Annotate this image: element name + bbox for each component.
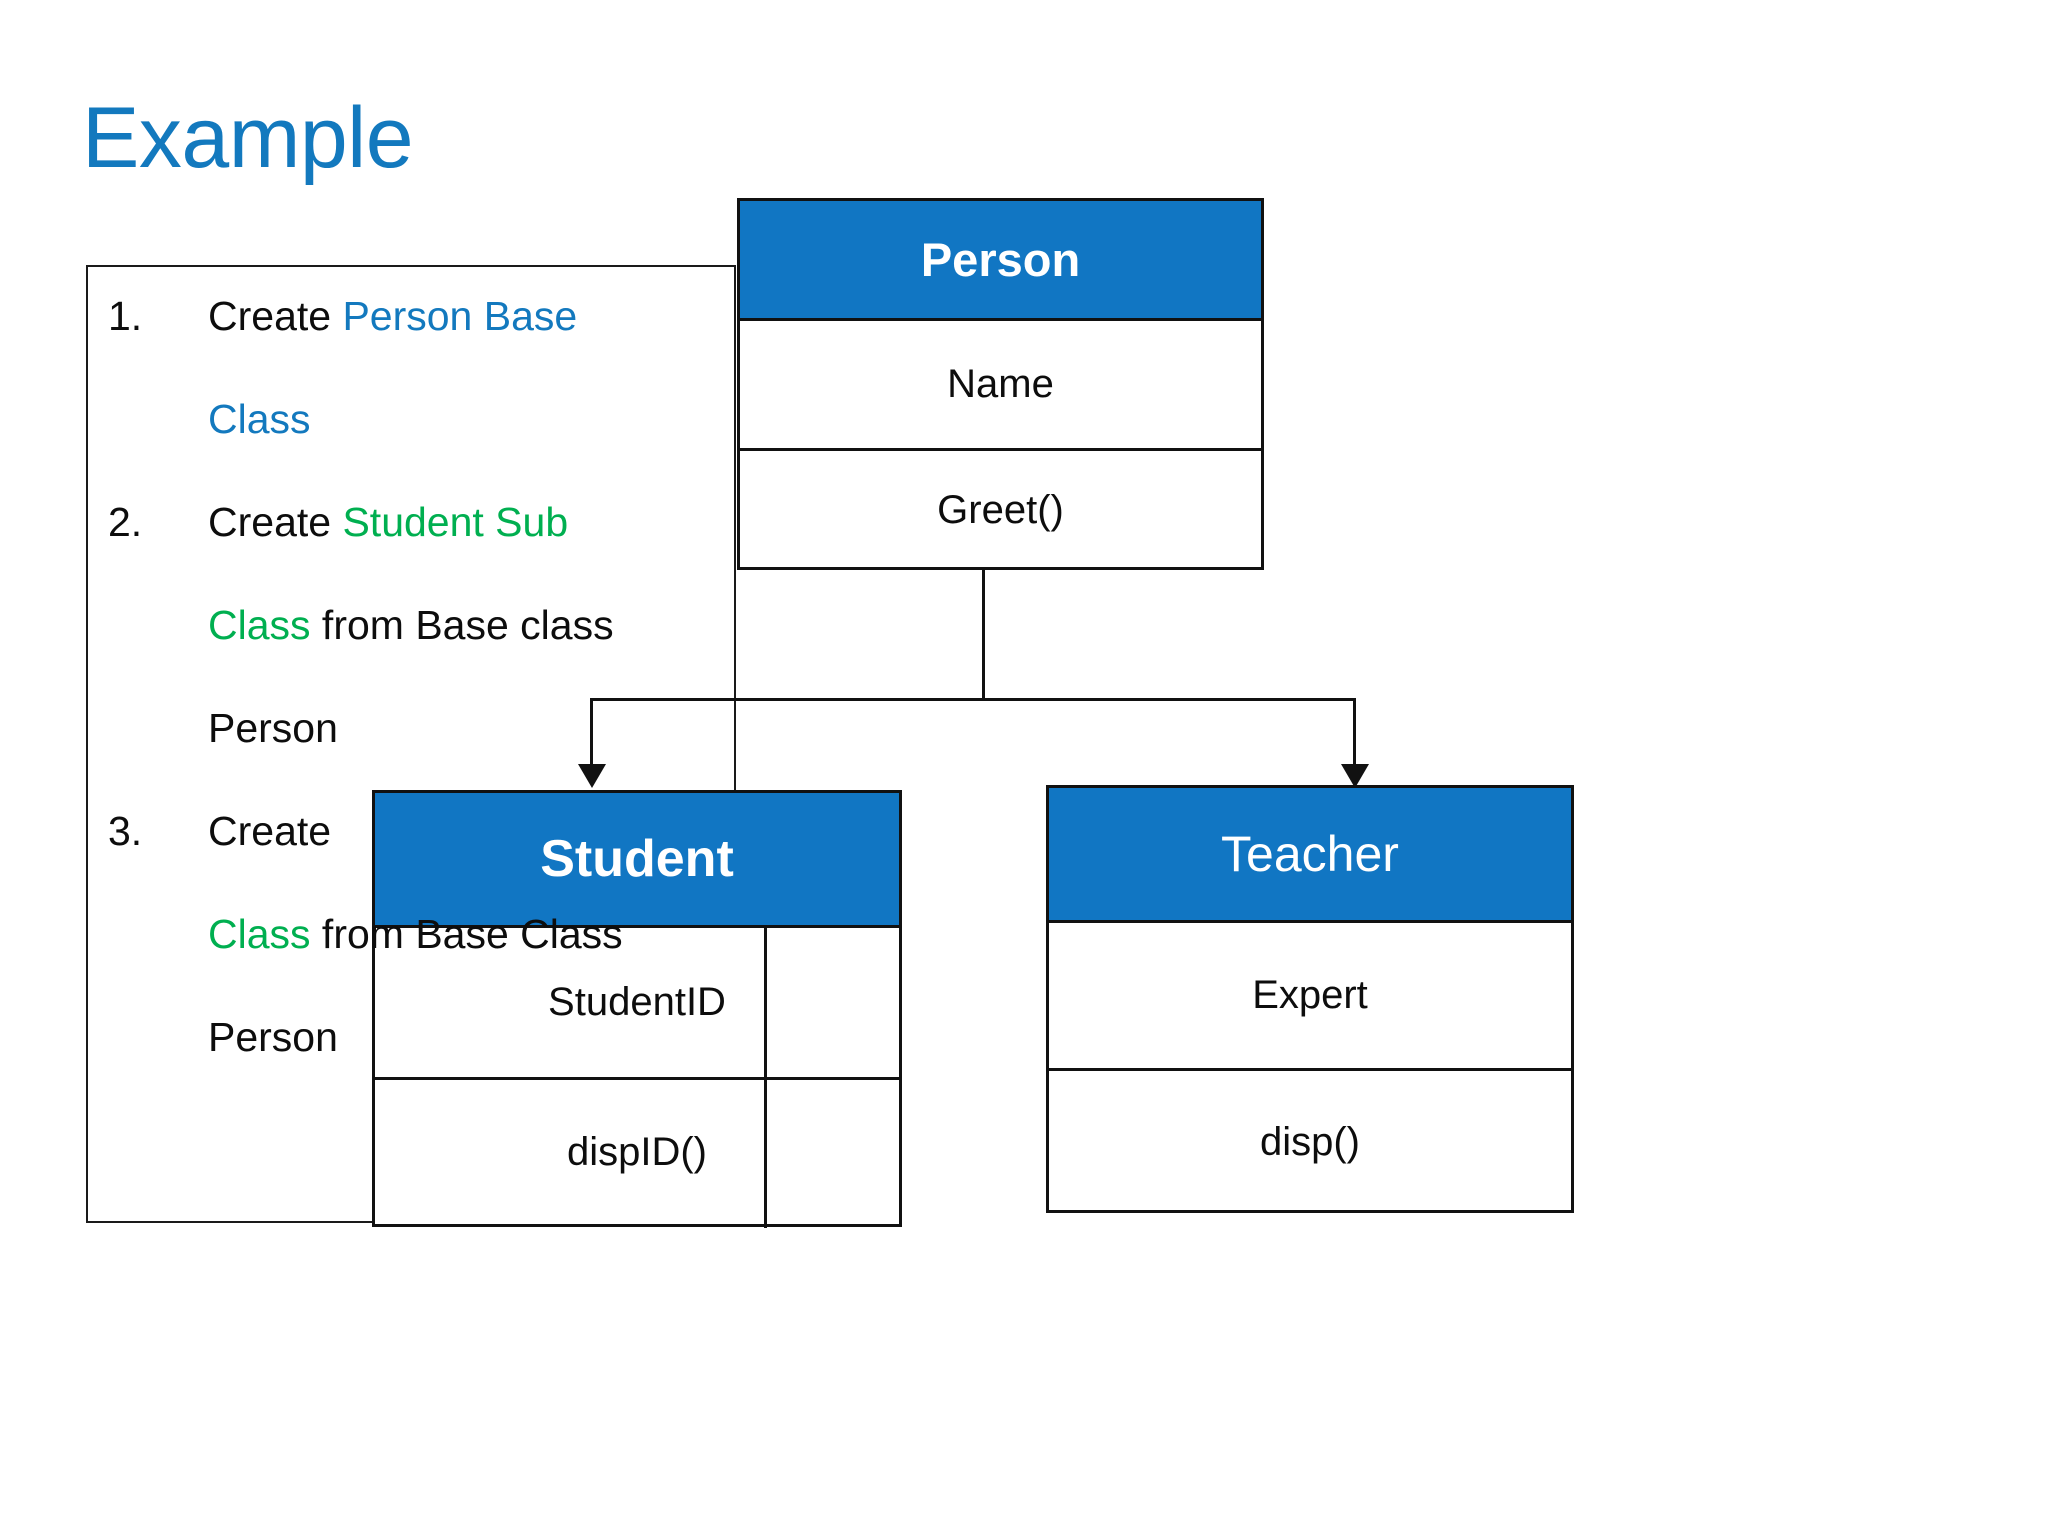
uml-class-student[interactable]: Student StudentID dispID() (372, 790, 902, 1228)
uml-method: Greet() (740, 448, 1261, 570)
connector-horizontal-bar (590, 698, 1356, 701)
uml-class-name: Person (740, 201, 1261, 318)
connector-person-stem (982, 565, 985, 700)
uml-column-divider (764, 925, 767, 1228)
connector-to-teacher (1353, 698, 1356, 770)
uml-attribute: StudentID (375, 925, 899, 1077)
uml-class-name: Teacher (1049, 788, 1571, 920)
arrowhead-teacher-icon (1341, 764, 1369, 788)
connector-to-student (590, 698, 593, 770)
uml-method: disp() (1049, 1068, 1571, 1213)
uml-class-name: Student (375, 793, 899, 925)
uml-attribute: Expert (1049, 920, 1571, 1068)
uml-class-teacher[interactable]: Teacher Expert disp() (1046, 785, 1574, 1213)
uml-class-person[interactable]: Person Name Greet() (737, 198, 1264, 570)
uml-method: dispID() (375, 1077, 899, 1224)
arrowhead-student-icon (578, 764, 606, 788)
page-title: Example (82, 90, 414, 186)
uml-attribute: Name (740, 318, 1261, 448)
